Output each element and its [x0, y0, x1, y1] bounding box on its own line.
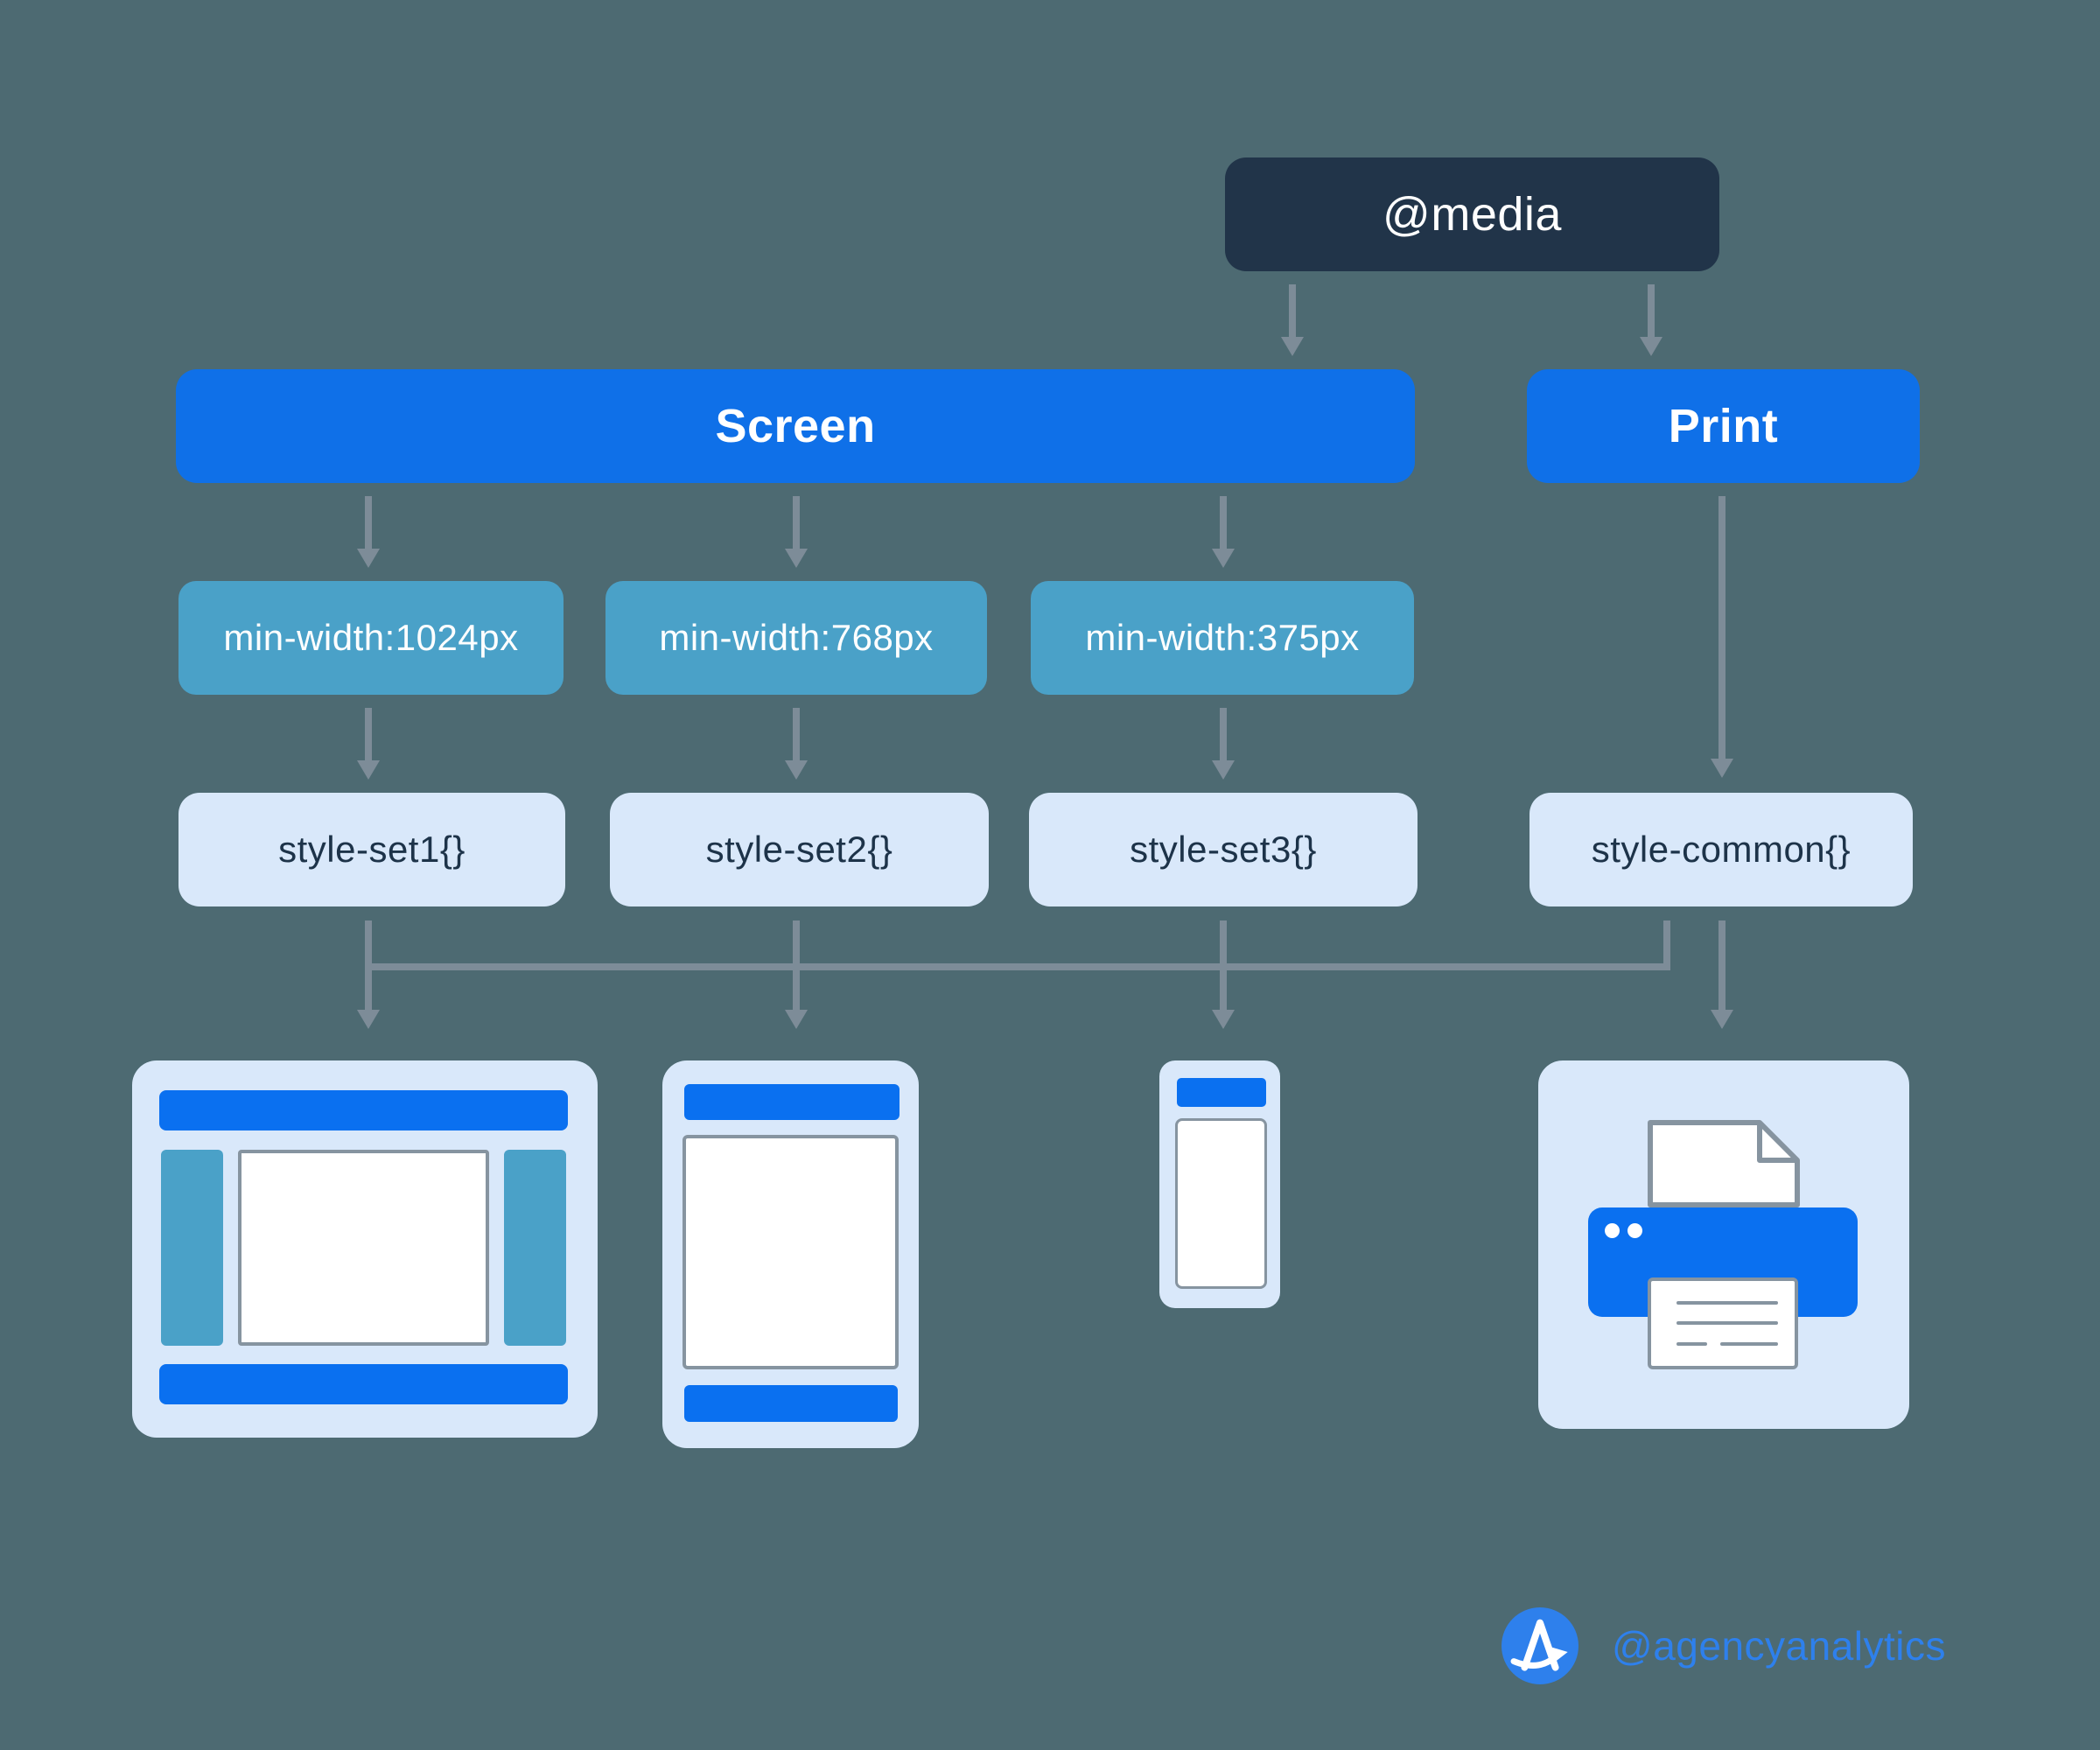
media-node: @media	[1225, 158, 1719, 271]
brand-handle: @agencyanalytics	[1612, 1623, 1946, 1669]
mobile-layout-icon	[1159, 1060, 1280, 1308]
tablet-content-area	[682, 1135, 899, 1369]
arrow-screen-to-minwidth1024	[365, 496, 372, 550]
print-node-label: Print	[1668, 400, 1779, 452]
condition-minwidth-768: min-width:768px	[606, 581, 987, 695]
connector-bus-line	[365, 963, 1667, 970]
arrow-print-to-style-common	[1718, 496, 1726, 760]
arrow-minwidth768-to-styleset2	[793, 708, 800, 761]
style-set2-node: style-set2{}	[610, 793, 989, 906]
style-set2-label: style-set2{}	[705, 829, 893, 870]
arrow-media-to-screen	[1289, 284, 1296, 338]
condition-minwidth-375: min-width:375px	[1031, 581, 1414, 695]
arrow-to-tablet-icon	[793, 920, 800, 1011]
style-common-label: style-common{}	[1591, 829, 1852, 870]
style-set3-label: style-set3{}	[1130, 829, 1317, 870]
arrow-to-printer-icon	[1718, 920, 1726, 1011]
media-node-label: @media	[1382, 188, 1562, 241]
desktop-right-sidebar	[504, 1150, 566, 1346]
desktop-header-bar	[159, 1090, 568, 1130]
arrow-screen-to-minwidth768	[793, 496, 800, 550]
mobile-header-bar	[1177, 1078, 1266, 1107]
condition-label: min-width:375px	[1085, 617, 1360, 658]
screen-node-label: Screen	[715, 400, 876, 452]
tablet-header-bar	[684, 1084, 900, 1120]
tablet-layout-icon	[662, 1060, 919, 1448]
mobile-content-area	[1175, 1118, 1267, 1289]
desktop-layout-icon	[132, 1060, 598, 1438]
screen-node: Screen	[176, 369, 1415, 483]
desktop-content-area	[238, 1150, 489, 1346]
condition-minwidth-1024: min-width:1024px	[178, 581, 564, 695]
condition-label: min-width:1024px	[223, 617, 519, 658]
arrow-media-to-print	[1648, 284, 1655, 338]
printer-indicator-dot	[1628, 1223, 1642, 1238]
desktop-footer-bar	[159, 1364, 568, 1404]
printer-icon	[1538, 1060, 1909, 1429]
agencyanalytics-logo	[1502, 1607, 1578, 1684]
print-node: Print	[1527, 369, 1920, 483]
style-common-bus-stub	[1663, 920, 1670, 970]
printer-indicator-dot	[1605, 1223, 1620, 1238]
arrow-minwidth375-to-styleset3	[1220, 708, 1227, 761]
condition-label: min-width:768px	[659, 617, 934, 658]
arrow-screen-to-minwidth375	[1220, 496, 1227, 550]
style-set1-node: style-set1{}	[178, 793, 565, 906]
printed-text-line	[1676, 1321, 1778, 1325]
style-set1-label: style-set1{}	[278, 829, 466, 870]
brand-footer: @agencyanalytics	[1502, 1607, 1946, 1684]
arrow-to-mobile-icon	[1220, 920, 1227, 1011]
printed-page	[1648, 1278, 1798, 1369]
style-set3-node: style-set3{}	[1029, 793, 1418, 906]
style-common-node: style-common{}	[1530, 793, 1913, 906]
arrow-minwidth1024-to-styleset1	[365, 708, 372, 761]
paper-sheet-icon	[1648, 1120, 1800, 1208]
tablet-footer-bar	[684, 1385, 898, 1422]
printed-text-line	[1720, 1342, 1778, 1346]
printed-text-line	[1676, 1301, 1778, 1305]
desktop-left-sidebar	[161, 1150, 223, 1346]
printed-text-line	[1676, 1342, 1707, 1346]
arrow-to-desktop-icon	[365, 920, 372, 1011]
